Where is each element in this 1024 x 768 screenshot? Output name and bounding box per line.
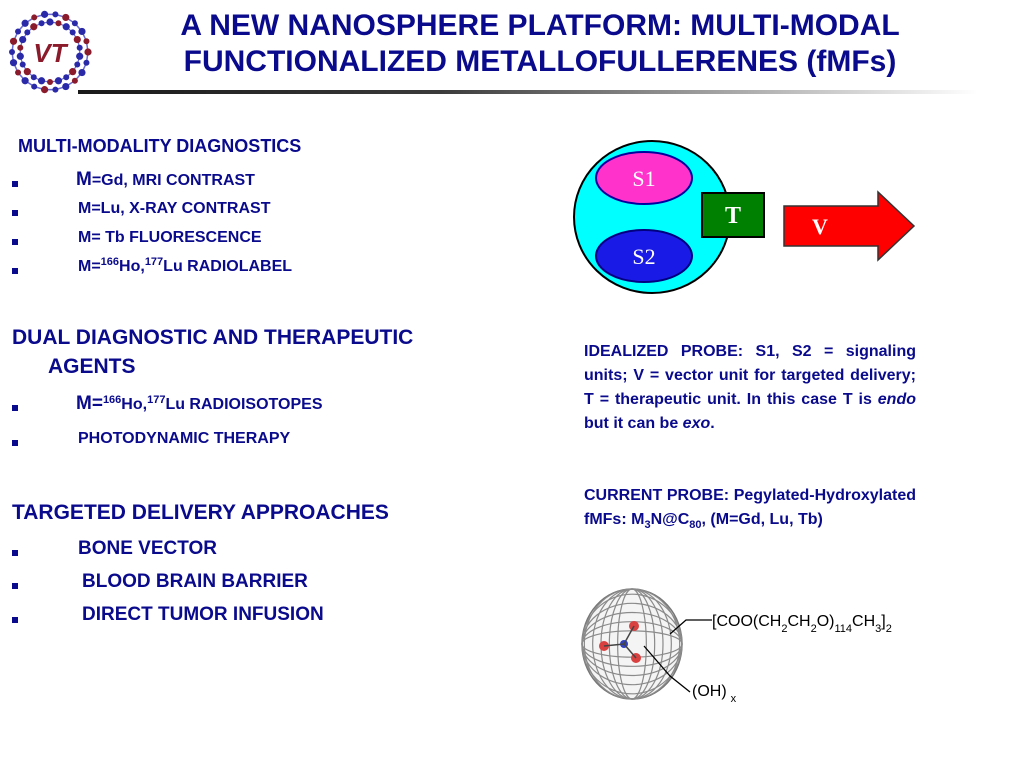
s2-ellipse (595, 229, 693, 283)
section-targeted-heading: TARGETED DELIVERY APPROACHES (12, 501, 389, 524)
bullet-icon (12, 239, 18, 245)
bullet-icon (12, 617, 18, 623)
bullet-icon (12, 210, 18, 216)
list-item-blood-brain: BLOOD BRAIN BARRIER (82, 571, 308, 592)
list-item-photodynamic: PHOTODYNAMIC THERAPY (78, 430, 291, 447)
s2-label: S2 (632, 244, 655, 269)
title-line-2: FUNCTIONALIZED METALLOFULLERENES (fMFs) (183, 45, 897, 78)
v-arrow (783, 190, 916, 262)
logo-molecule-ring (9, 10, 92, 94)
bullet-icon (12, 550, 18, 556)
list-item-lu: M=Lu, X-RAY CONTRAST (78, 200, 271, 217)
list-item-tb: M= Tb FLUORESCENCE (78, 229, 262, 246)
list-item-gd: M=Gd, MRI CONTRAST (76, 169, 255, 190)
probe-diagram: S1 S2 T V (573, 140, 916, 294)
v-label: V (812, 214, 828, 239)
title-line-1: A NEW NANOSPHERE PLATFORM: MULTI-MODAL (180, 9, 900, 42)
peg-bond (669, 619, 712, 635)
current-probe-text: CURRENT PROBE: Pegylated-Hydroxylated fM… (584, 487, 916, 532)
oh-bond (643, 645, 691, 693)
fullerene-cage (581, 588, 683, 700)
hydroxyl-label: (OH)x (692, 683, 737, 705)
list-item-radiolabel: M=166Ho,177Lu RADIOLABEL (78, 256, 293, 276)
s1-label: S1 (632, 166, 655, 191)
logo-text: VT (33, 38, 68, 68)
idealized-probe-text: IDEALIZED PROBE: S1, S2 = signaling unit… (584, 343, 916, 432)
list-item-radioisotopes: M=166Ho,177Lu RADIOISOTOPES (76, 393, 323, 414)
fullerene-molecule-figure: [COO(CH2CH2O)114CH3]2 (OH)x (581, 588, 892, 705)
list-item-tumor-infusion: DIRECT TUMOR INFUSION (82, 604, 324, 625)
s1-ellipse (595, 151, 693, 205)
list-item-bone-vector: BONE VECTOR (78, 538, 218, 559)
t-label: T (725, 203, 741, 229)
section-dual-heading: DUAL DIAGNOSTIC AND THERAPEUTIC AGENTS (12, 326, 414, 378)
vt-logo: VT (9, 10, 92, 94)
title-divider (78, 90, 978, 94)
t-box (701, 192, 765, 238)
peg-chain-label: [COO(CH2CH2O)114CH3]2 (712, 613, 892, 635)
bullet-icon (12, 583, 18, 589)
bullet-icon (12, 440, 18, 446)
bullet-icon (12, 268, 18, 274)
bullet-icon (12, 405, 18, 411)
section-multi-modality-heading: MULTI-MODALITY DIAGNOSTICS (18, 136, 302, 156)
page-title: A NEW NANOSPHERE PLATFORM: MULTI-MODAL F… (100, 8, 980, 80)
bullet-icon (12, 181, 18, 187)
